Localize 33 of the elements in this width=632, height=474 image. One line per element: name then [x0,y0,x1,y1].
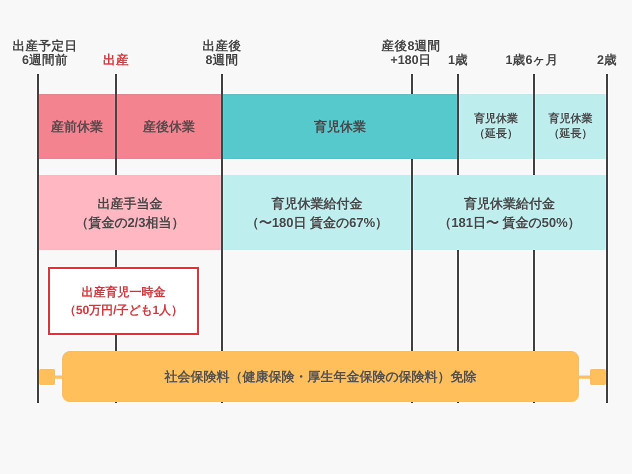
leave-period-label: 育児休業 [314,118,366,136]
benefit-name: 育児休業給付金 [464,194,555,212]
milestone-label: 産後8週間+180日 [380,39,442,67]
parenthetical-note: （賃金の2/3相当） [75,214,185,232]
leave-period-label: 育児休業 [474,112,518,126]
benefit-bar [413,175,606,250]
exemption-bar [62,351,579,402]
benefit-bar [223,175,411,250]
parenthetical-note: （181日〜 賃金の50%） [438,214,581,232]
maternity-leave-bar [39,94,115,159]
birth-milestone-label: 出産 [103,53,129,67]
benefit-name: 出産手当金 [98,194,162,212]
allowance-bar [39,175,221,250]
maternity-leave-bar [117,94,221,159]
parenthetical-note: （〜180日 賃金の67%） [246,214,388,232]
milestone-label: 出産予定日6週間前 [12,39,78,67]
extended-leave-bar [535,94,606,159]
leave-period-label: 産前休業 [51,118,103,136]
parenthetical-note: （延長） [474,126,518,142]
leave-period-label: 産後休業 [143,118,195,136]
milestone-label: 出産後8週間 [202,39,242,67]
parenthetical-note: （延長） [548,126,592,142]
extended-leave-bar [459,94,533,159]
milestone-label: 2歳 [597,53,617,67]
childcare-leave-bar [223,94,457,159]
benefit-name: 育児休業給付金 [272,194,362,212]
milestone-label: 1歳6ヶ月 [506,53,558,67]
exemption-label: 社会保険料（健康保険・厚生年金保険の保険料）免除 [164,368,476,386]
lump-sum-panel [48,267,199,335]
milestone-label: 1歳 [448,53,468,67]
leave-period-label: 育児休業 [548,112,592,126]
benefit-name: 出産育児一時金 [82,284,166,301]
parenthetical-note: （50万円/子ども1人） [64,302,184,319]
